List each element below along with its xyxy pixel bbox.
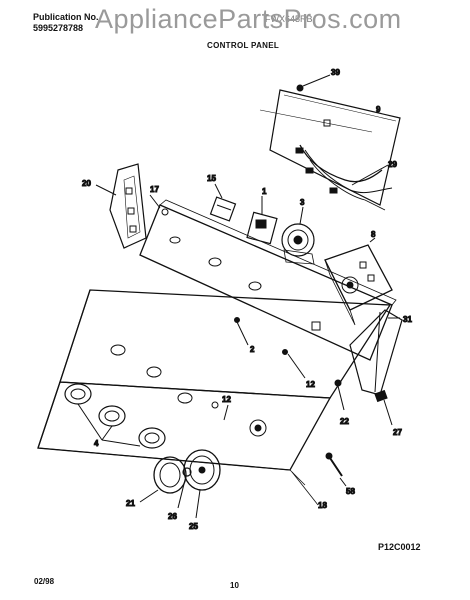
callout-25: 25 (189, 522, 198, 531)
callout-58: 58 (346, 487, 355, 496)
callout-29: 29 (388, 160, 397, 169)
part-29-wire-harness (295, 144, 393, 211)
model-number: FWX645RB (265, 14, 313, 24)
callout-39: 39 (331, 68, 340, 77)
part-25-dial (183, 449, 221, 519)
callout-1: 1 (262, 187, 267, 196)
callout-21: 21 (126, 499, 135, 508)
part-26-spring-clip (177, 467, 192, 509)
callout-17: 17 (150, 185, 159, 194)
watermark: AppliancePartsPros.com (95, 4, 402, 34)
part-21-large-knob (139, 456, 187, 503)
page-number: 10 (230, 581, 239, 590)
publication-number: 5995278788 (33, 23, 84, 33)
part-4-knobs (64, 383, 166, 449)
callout-4: 4 (94, 439, 99, 448)
callout-3: 3 (300, 198, 305, 207)
callout-12-upper: 12 (306, 380, 315, 389)
callout-20: 20 (82, 179, 91, 188)
callout-22: 22 (340, 417, 349, 426)
callout-12-lower: 12 (222, 395, 231, 404)
diagram-code: P12C0012 (378, 542, 421, 552)
part-2-screws (234, 317, 249, 346)
part-8-control-block (324, 237, 393, 326)
part-22-screw (334, 379, 345, 411)
part-1-selector (246, 196, 278, 245)
part-12-screw-lower (223, 404, 229, 421)
callout-26: 26 (168, 512, 177, 521)
section-title: CONTROL PANEL (207, 41, 280, 50)
callout-8: 8 (371, 230, 376, 239)
part-17-back-plate (139, 194, 397, 361)
callout-27: 27 (393, 428, 402, 437)
callout-31: 31 (403, 315, 412, 324)
part-20-side-bracket (95, 163, 147, 249)
part-9-rear-cover (259, 74, 401, 206)
callout-18: 18 (318, 501, 327, 510)
callout-9: 9 (376, 105, 381, 114)
callout-2: 2 (250, 345, 255, 354)
part-15-switch (209, 183, 237, 222)
part-27-clip (374, 389, 393, 426)
callout-15: 15 (207, 174, 216, 183)
part-31-end-bracket (349, 309, 403, 396)
part-3-timer (281, 206, 315, 265)
publication-date: 02/98 (34, 577, 55, 586)
part-12-screw-upper (282, 349, 306, 379)
part-18-front-panel (37, 289, 392, 506)
publication-label: Publication No. (33, 12, 99, 22)
part-58-screw (325, 452, 347, 487)
